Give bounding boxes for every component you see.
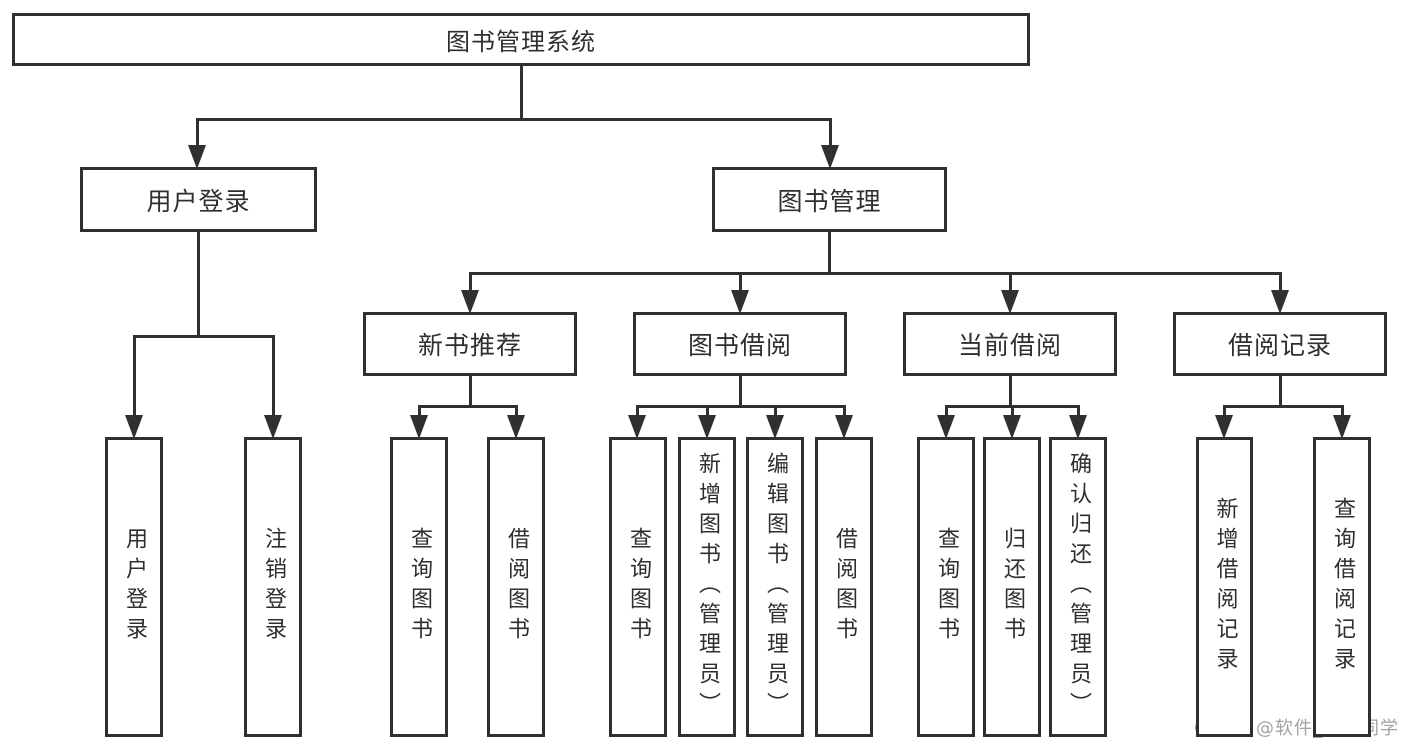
arrow-down-icon	[1271, 290, 1289, 314]
connector-line-vertical	[1076, 405, 1080, 418]
connector-line-horizontal	[195, 118, 832, 121]
node-label: 查询图书	[934, 527, 959, 647]
node-leaf-query-books-1: 查询图书	[390, 437, 448, 737]
node-user-login-group: 用户登录	[80, 167, 317, 232]
arrow-down-icon	[766, 415, 784, 439]
connector-line-vertical	[417, 405, 421, 418]
connector-line-vertical	[738, 376, 742, 408]
node-label: 新增借阅记录	[1212, 497, 1238, 677]
node-label: 当前借阅	[957, 331, 1062, 360]
node-label: 用户登录	[146, 186, 251, 216]
arrow-down-icon	[628, 415, 646, 439]
connector-line-vertical	[1278, 272, 1282, 293]
node-label: 用户登录	[122, 527, 147, 647]
connector-line-vertical	[271, 335, 275, 418]
arrow-down-icon	[835, 415, 853, 439]
arrow-down-icon	[821, 145, 839, 169]
node-label: 查询图书	[626, 527, 651, 647]
arrow-down-icon	[698, 415, 716, 439]
connector-line-vertical	[1008, 272, 1012, 293]
node-label: 查询借阅记录	[1330, 497, 1355, 677]
connector-line-horizontal	[132, 335, 275, 338]
connector-line-vertical	[828, 118, 832, 148]
connector-line-horizontal	[1222, 405, 1344, 408]
connector-line-vertical	[1340, 405, 1344, 418]
node-leaf-add-borrow-record: 新增借阅记录	[1196, 437, 1253, 737]
connector-line-horizontal	[417, 405, 518, 408]
connector-line-vertical	[1010, 405, 1014, 418]
node-label: 借阅图书	[832, 527, 857, 647]
connector-line-vertical	[514, 405, 518, 418]
node-label: 图书管理系统	[446, 28, 596, 56]
node-label: 新增图书（管理员）	[695, 452, 720, 722]
connector-line-vertical	[773, 405, 777, 418]
connector-line-vertical	[1278, 376, 1282, 408]
connector-line-horizontal	[635, 405, 846, 408]
node-leaf-query-books-2: 查询图书	[609, 437, 667, 737]
arrow-down-icon	[125, 415, 143, 439]
connector-line-vertical	[197, 232, 200, 338]
arrow-down-icon	[188, 145, 206, 169]
node-label: 确认归还（管理员）	[1066, 452, 1091, 722]
connector-line-vertical	[1222, 405, 1226, 418]
node-leaf-confirm-return: 确认归还（管理员）	[1049, 437, 1107, 737]
node-leaf-add-book-admin: 新增图书（管理员）	[678, 437, 736, 737]
connector-line-vertical	[635, 405, 639, 418]
node-label: 编辑图书（管理员）	[763, 452, 788, 722]
arrow-down-icon	[264, 415, 282, 439]
node-leaf-borrow-books-1: 借阅图书	[487, 437, 545, 737]
connector-line-vertical	[519, 66, 523, 121]
arrow-down-icon	[1001, 290, 1019, 314]
node-leaf-return-book: 归还图书	[983, 437, 1041, 737]
node-label: 归还图书	[1000, 527, 1025, 647]
arrow-down-icon	[461, 290, 479, 314]
connector-line-vertical	[1008, 376, 1012, 408]
node-label: 图书管理	[777, 186, 882, 216]
node-book-management: 图书管理	[712, 167, 947, 232]
node-leaf-user-login: 用户登录	[105, 437, 163, 737]
node-leaf-logout: 注销登录	[244, 437, 302, 737]
node-leaf-query-books-3: 查询图书	[917, 437, 975, 737]
node-root: 图书管理系统	[12, 13, 1030, 66]
node-label: 新书推荐	[417, 331, 522, 360]
node-label: 借阅记录	[1227, 331, 1332, 360]
node-leaf-edit-book-admin: 编辑图书（管理员）	[746, 437, 804, 737]
node-new-book-recommend: 新书推荐	[363, 312, 577, 376]
connector-line-vertical	[468, 272, 472, 293]
node-label: 借阅图书	[504, 527, 529, 647]
arrow-down-icon	[410, 415, 428, 439]
arrow-down-icon	[1003, 415, 1021, 439]
arrow-down-icon	[1069, 415, 1087, 439]
arrow-down-icon	[507, 415, 525, 439]
connector-line-vertical	[705, 405, 709, 418]
node-borrow-records: 借阅记录	[1173, 312, 1387, 376]
node-leaf-borrow-books-2: 借阅图书	[815, 437, 873, 737]
connector-line-vertical	[944, 405, 948, 418]
node-leaf-query-borrow-record: 查询借阅记录	[1313, 437, 1371, 737]
connector-line-vertical	[738, 272, 742, 293]
arrow-down-icon	[937, 415, 955, 439]
node-label: 注销登录	[261, 527, 286, 647]
node-label: 查询图书	[407, 527, 432, 647]
connector-line-vertical	[842, 405, 846, 418]
node-current-borrow: 当前借阅	[903, 312, 1117, 376]
connector-line-horizontal	[468, 272, 1282, 275]
connector-line-vertical	[828, 232, 831, 275]
arrow-down-icon	[1215, 415, 1233, 439]
connector-line-vertical	[468, 376, 472, 408]
arrow-down-icon	[1333, 415, 1351, 439]
node-book-borrow: 图书借阅	[633, 312, 847, 376]
connector-line-vertical	[132, 335, 136, 418]
node-label: 图书借阅	[687, 331, 792, 360]
arrow-down-icon	[731, 290, 749, 314]
connector-line-vertical	[195, 118, 199, 148]
